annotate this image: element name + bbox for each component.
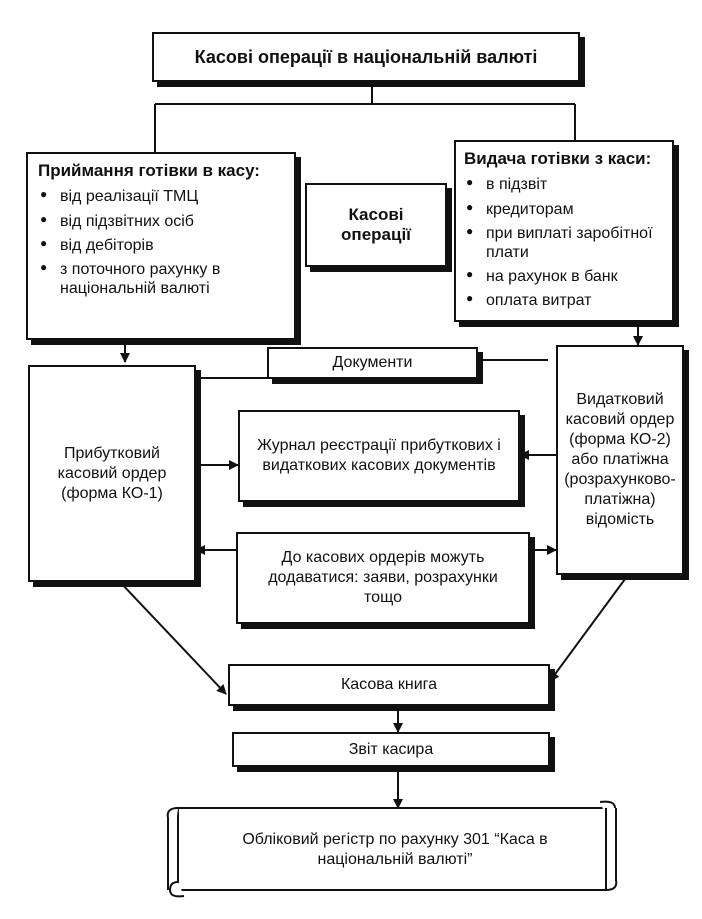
attachments-text: До касових ордерів можуть додаватися: за… bbox=[268, 549, 498, 606]
income-order-text: Прибутковий касовий ордер (форма КО-1) bbox=[57, 444, 167, 502]
documents-box: Документи bbox=[267, 347, 478, 379]
receipt-box: Приймання готівки в касу: від реалізації… bbox=[26, 152, 296, 340]
center-label: Касові операції bbox=[341, 205, 411, 244]
issue-box: Видача готівки з каси: в підзвіт кредито… bbox=[454, 140, 674, 322]
list-item: оплата витрат bbox=[464, 291, 664, 310]
expense-order-box: Видатковий касовий ордер (форма КО-2) аб… bbox=[556, 345, 684, 575]
income-order-box: Прибутковий касовий ордер (форма КО-1) bbox=[28, 365, 196, 582]
documents-label: Документи bbox=[332, 354, 413, 371]
list-item: від дебіторів bbox=[38, 236, 286, 255]
journal-text: Журнал реєстрації прибуткових і видатков… bbox=[257, 437, 501, 474]
cashier-report-box: Звіт касира bbox=[232, 732, 550, 767]
center-label-box: Касові операції bbox=[305, 183, 447, 267]
list-item: кредиторам bbox=[464, 200, 664, 219]
list-item: в підзвіт bbox=[464, 175, 664, 194]
cashier-report-label: Звіт касира bbox=[348, 740, 434, 758]
title-box: Касові операції в національній валюті bbox=[152, 32, 580, 82]
list-item: на рахунок в банк bbox=[464, 267, 664, 286]
list-item: від підзвітних осіб bbox=[38, 212, 286, 231]
expense-order-text: Видатковий касовий ордер (форма КО-2) аб… bbox=[564, 391, 676, 528]
cash-book-label: Касова книга bbox=[340, 676, 438, 693]
issue-heading: Видача готівки з каси: bbox=[464, 149, 652, 168]
register-scroll-shape bbox=[166, 800, 618, 898]
register-text: Обліковий регістр по рахунку 301 “Каса в… bbox=[242, 831, 548, 868]
journal-box: Журнал реєстрації прибуткових і видатков… bbox=[238, 410, 520, 502]
title-text: Касові операції в національній валюті bbox=[194, 46, 538, 67]
receipt-heading: Приймання готівки в касу: bbox=[38, 161, 260, 180]
issue-list: в підзвіт кредиторам при виплаті заробіт… bbox=[464, 175, 664, 310]
list-item: від реалізації ТМЦ bbox=[38, 187, 286, 206]
cash-book-box: Касова книга bbox=[228, 664, 550, 706]
receipt-list: від реалізації ТМЦ від підзвітних осіб в… bbox=[38, 187, 286, 298]
arrow-expense-to-cashbook bbox=[549, 574, 629, 682]
list-item: при виплаті заробітної плати bbox=[464, 224, 664, 262]
register-text-box: Обліковий регістр по рахунку 301 “Каса в… bbox=[190, 812, 600, 888]
arrow-income-to-cashbook bbox=[119, 581, 227, 695]
list-item: з поточного рахунку в національній валют… bbox=[38, 260, 286, 298]
attachments-box: До касових ордерів можуть додаватися: за… bbox=[236, 532, 530, 624]
